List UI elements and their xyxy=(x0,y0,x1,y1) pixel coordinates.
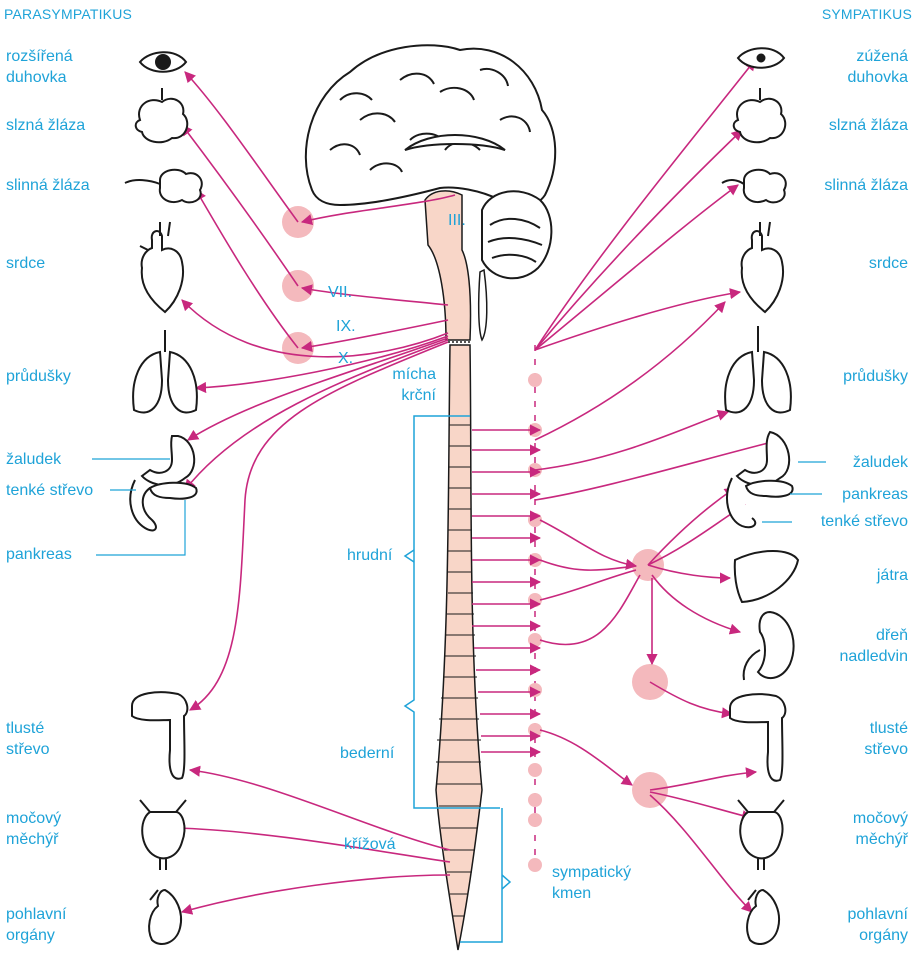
right-label-stomach: žaludek xyxy=(853,452,908,473)
left-label-pancreas: pankreas xyxy=(6,544,72,565)
sympathetic-header: SYMPATIKUS xyxy=(822,4,912,25)
sympathetic-trunk xyxy=(528,345,542,872)
right-bladder-icon xyxy=(738,800,784,870)
right-label-bronchi: průdušky xyxy=(843,366,908,387)
left-label-stomach: žaludek xyxy=(6,449,61,470)
right-label-lacrimal: slzná žláza xyxy=(829,115,908,136)
left-label-salivary: slinná žláza xyxy=(6,175,90,196)
right-liver-icon xyxy=(735,551,798,602)
label-lumbar: bederní xyxy=(340,743,394,764)
left-salivary-gland-icon xyxy=(125,170,202,203)
left-heart-icon xyxy=(140,222,183,312)
right-lacrimal-gland-icon xyxy=(734,88,786,142)
right-label-salivary: slinná žláza xyxy=(824,175,908,196)
nerve-label-ix: IX. xyxy=(336,316,356,337)
right-eye-icon xyxy=(738,48,784,68)
left-colon-icon xyxy=(132,692,187,779)
left-intestine-pancreas-icon xyxy=(130,480,196,530)
label-sacral: křížová xyxy=(344,834,396,855)
right-stomach-icon xyxy=(737,432,789,485)
left-label-bronchi: průdušky xyxy=(6,366,71,387)
right-salivary-gland-icon xyxy=(722,170,786,203)
right-colon-icon xyxy=(730,694,785,781)
right-lungs-icon xyxy=(725,326,791,412)
left-lungs-icon xyxy=(133,330,197,412)
right-label-pancreas: pankreas xyxy=(842,484,908,505)
left-bladder-icon xyxy=(140,800,186,870)
nerve-label-vii: VII. xyxy=(328,282,352,303)
right-intestine-pancreas-icon xyxy=(727,478,793,527)
nerve-label-x: X. xyxy=(338,348,353,369)
right-label-heart: srdce xyxy=(869,253,908,274)
left-label-heart: srdce xyxy=(6,253,45,274)
left-organs xyxy=(125,52,202,944)
left-genitals-icon xyxy=(149,890,181,944)
label-thoracic: hrudní xyxy=(347,545,392,566)
right-genitals-icon xyxy=(747,890,779,944)
spinal-cord xyxy=(425,191,487,950)
right-organs xyxy=(722,48,798,944)
left-eye-icon xyxy=(140,52,186,72)
parasympathetic-header: PARASYMPATIKUS xyxy=(4,4,132,25)
nerve-label-iii: III. xyxy=(448,210,466,231)
left-stomach-icon xyxy=(142,436,194,485)
left-label-lacrimal: slzná žláza xyxy=(6,115,85,136)
right-adrenal-kidney-icon xyxy=(744,612,794,680)
left-lacrimal-gland-icon xyxy=(136,88,188,142)
left-label-small-intestine: tenké střevo xyxy=(6,480,93,501)
right-heart-icon xyxy=(742,222,783,312)
right-label-liver: játra xyxy=(877,565,908,586)
right-label-small-intestine: tenké střevo xyxy=(821,511,908,532)
